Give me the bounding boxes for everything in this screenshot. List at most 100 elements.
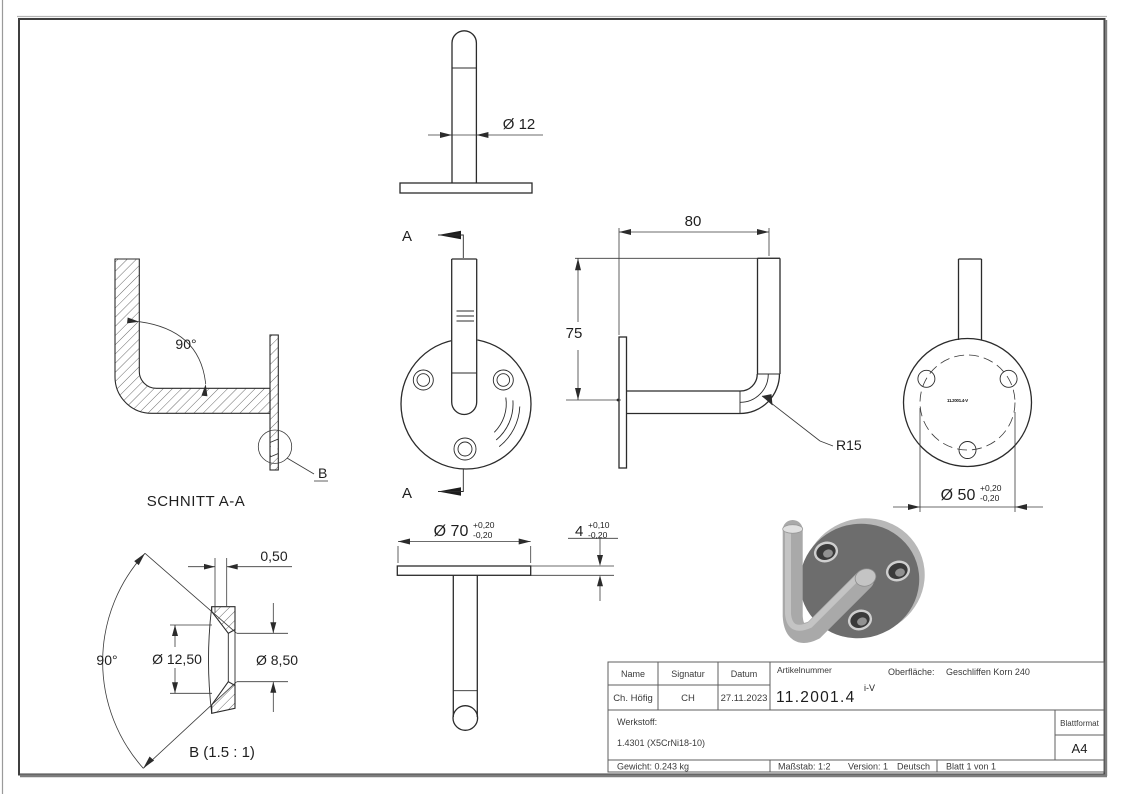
label-oberflaeche: Oberfläche:: [888, 667, 935, 677]
tube-body: [782, 520, 874, 643]
header-signatur: Signatur: [671, 669, 705, 679]
angle-arrow: [134, 553, 145, 566]
header-name: Name: [621, 669, 645, 679]
dim-arrow: [575, 258, 581, 271]
angle-arc: [102, 553, 146, 769]
hole-highlight: [823, 549, 833, 558]
detail-leader: [286, 457, 315, 475]
hole-highlight: [895, 568, 905, 577]
back-view: 11.2001.4-V Ø 50 +0,20 -0,20: [893, 258, 1043, 512]
value-version: Version: 1: [848, 762, 888, 772]
bottom-view: Ø 70 +0,20 -0,20 4 +0,10 -0,20: [396, 520, 618, 731]
angle-arrow: [143, 756, 155, 769]
leader-tail: [819, 440, 834, 447]
value-artikelnummer-suffix: i-V: [864, 683, 875, 693]
detail-view-b: 90° 0,50 Ø 12,50 Ø 8,50 B (1.5 : 1): [96, 548, 304, 769]
label-blattformat: Blattformat: [1060, 719, 1099, 728]
detail-title: B (1.5 : 1): [189, 744, 255, 761]
hole-bore: [496, 373, 511, 387]
dim-land: 0,50: [260, 548, 287, 564]
bend-inner-arc: [739, 373, 758, 392]
grind-mark-arc: [495, 400, 514, 441]
title-block: Name Signatur Datum Ch. Höfig CH 27.11.2…: [607, 661, 1105, 773]
dim-arrow: [476, 132, 489, 138]
value-blatt: Blatt 1 von 1: [946, 762, 996, 772]
hole-gap: [271, 440, 278, 457]
dim-height: 75: [566, 325, 583, 342]
render-hole: [813, 541, 839, 563]
section-plate: [269, 334, 279, 471]
dim-arrow: [757, 229, 769, 235]
post-dome-outline: [451, 30, 478, 44]
hole-countersink: [412, 369, 434, 391]
top-view: Ø 12: [399, 30, 543, 194]
title-block-frame: [607, 661, 1105, 773]
section-label-a-bottom: A: [402, 485, 412, 502]
hole-countersink: [492, 369, 514, 391]
dim-bore: Ø 8,50: [256, 652, 298, 668]
dim-width: 80: [685, 213, 702, 230]
dim-post-diameter: Ø 12: [503, 116, 536, 133]
flange-outline: [902, 337, 1033, 468]
post-mask: [451, 337, 478, 413]
front-view: A A: [400, 228, 532, 502]
section-marker-bottom: A: [402, 469, 464, 502]
tolerance-minus: -0,20: [473, 530, 493, 540]
tube-highlight: [785, 529, 861, 631]
hole-bore: [457, 441, 473, 457]
section-label-a-top: A: [402, 228, 412, 245]
dim-text-mask: [145, 647, 208, 668]
side-view: 80 75 R15: [566, 213, 862, 469]
bend-mid-arc: [739, 373, 769, 403]
dim-arrow: [440, 132, 452, 138]
countersink-edge: [269, 453, 279, 458]
dim-thickness: 4: [575, 523, 583, 540]
detail-ref-label: B: [318, 465, 327, 481]
section-view: B 90° SCHNITT A-A: [114, 258, 328, 510]
section-marker-top: A: [402, 228, 464, 258]
header-artikelnummer: Artikelnummer: [777, 665, 832, 675]
wall-plate: [618, 336, 628, 469]
reference-point: [616, 398, 620, 402]
tolerance-plus: +0,20: [980, 483, 1002, 493]
leader-arrow: [762, 394, 773, 406]
section-body: [114, 258, 271, 414]
value-signatur: CH: [681, 693, 695, 704]
value-gewicht: Gewicht: 0.243 kg: [617, 762, 689, 772]
ball-end: [452, 705, 479, 731]
header-datum: Datum: [731, 669, 758, 679]
angle-arc: [139, 321, 207, 385]
tolerance-minus: -0,20: [588, 530, 608, 540]
dim-arrow: [619, 229, 631, 235]
dim-arrow: [597, 575, 603, 587]
value-blattformat: A4: [1072, 741, 1088, 756]
value-massstab: Maßstab: 1:2: [778, 762, 831, 772]
grind-mark-arc: [493, 397, 507, 433]
dim-text-mask: [250, 650, 304, 669]
tolerance-minus: -0,20: [980, 493, 1000, 503]
render-hole: [885, 560, 911, 582]
value-werkstoff: 1.4301 (X5CrNi18-10): [617, 738, 705, 748]
bolt-hole: [999, 369, 1018, 388]
label-werkstoff: Werkstoff:: [617, 717, 657, 727]
tolerance-plus: +0,20: [473, 520, 495, 530]
dim-flange: Ø 70: [434, 523, 469, 540]
detail-circle-b: [257, 429, 293, 464]
value-sprache: Deutsch: [897, 762, 930, 772]
iso-render: [782, 518, 925, 643]
dim-bend-radius: R15: [836, 437, 862, 453]
dim-arrow: [172, 625, 178, 636]
hole-highlight: [857, 617, 867, 626]
dim-arrow: [270, 681, 277, 693]
hole-bore: [416, 373, 431, 387]
section-title: SCHNITT A-A: [147, 493, 246, 510]
grind-mark-arc: [498, 406, 521, 447]
tube-end-cap: [854, 568, 877, 587]
cone-line: [144, 552, 237, 634]
value-artikelnummer: 11.2001.4: [776, 689, 856, 706]
dim-arrow: [518, 538, 531, 545]
dim-arrow: [226, 563, 238, 570]
dim-arrow: [575, 388, 581, 400]
